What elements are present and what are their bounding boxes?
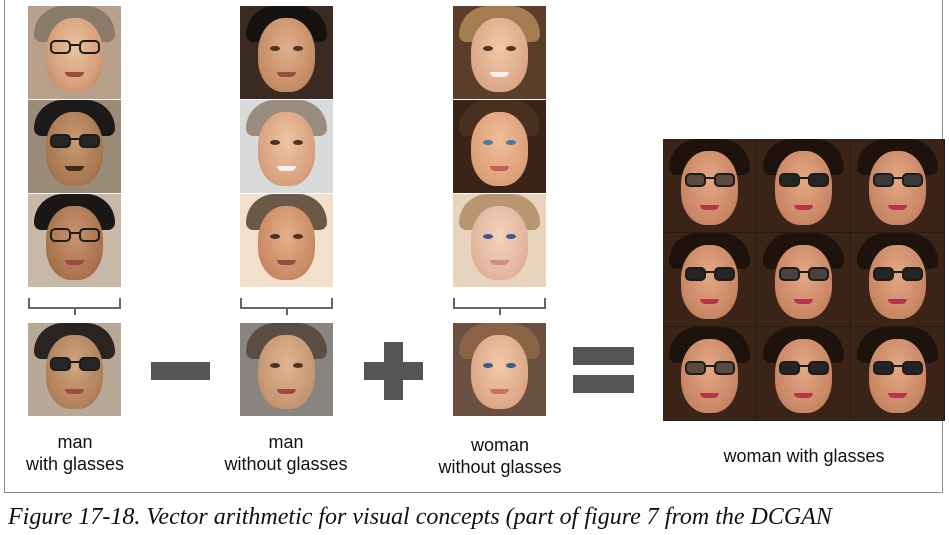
label-woman-with-glasses: woman with glasses [723, 446, 885, 466]
figure-caption: Figure 17-18. Vector arithmetic for visu… [8, 504, 832, 530]
plus-operator-vertical [384, 342, 403, 400]
equals-operator-top [573, 347, 634, 365]
face-man-glasses-1 [28, 6, 121, 99]
result-grid [663, 139, 945, 421]
minus-operator [151, 362, 210, 380]
label-line-1: woman [470, 435, 530, 455]
face-result-7 [663, 327, 756, 420]
face-man-no-glasses-2 [240, 100, 333, 193]
label-line-1: man [57, 432, 93, 452]
label-line-2: without glasses [224, 454, 348, 474]
bracket-woman-no-glasses [453, 298, 546, 315]
face-result-6 [851, 233, 944, 326]
face-result-9 [851, 327, 944, 420]
bracket-man-no-glasses [240, 298, 333, 315]
face-avg-man-no-glasses [240, 323, 333, 416]
label-woman-without-glasses: woman without glasses [418, 434, 582, 478]
face-woman-no-glasses-3 [453, 194, 546, 287]
label-line-2: with glasses [25, 454, 125, 474]
label-man-with-glasses: man with glasses [0, 431, 150, 475]
face-result-2 [757, 139, 850, 232]
face-result-5 [757, 233, 850, 326]
bracket-man-glasses [28, 298, 121, 315]
face-result-1 [663, 139, 756, 232]
face-man-no-glasses-3 [240, 194, 333, 287]
face-woman-no-glasses-2 [453, 100, 546, 193]
face-avg-woman-no-glasses [453, 323, 546, 416]
face-man-no-glasses-1 [240, 6, 333, 99]
face-result-4 [663, 233, 756, 326]
face-man-glasses-3 [28, 194, 121, 287]
face-result-8 [757, 327, 850, 420]
equals-operator-bottom [573, 375, 634, 393]
label-line-2: without glasses [438, 457, 562, 477]
label-line-1: man [268, 432, 304, 452]
face-result-3 [851, 139, 944, 232]
face-man-glasses-2 [28, 100, 121, 193]
face-avg-man-glasses [28, 323, 121, 416]
face-woman-no-glasses-1 [453, 6, 546, 99]
label-man-without-glasses: man without glasses [206, 431, 366, 475]
